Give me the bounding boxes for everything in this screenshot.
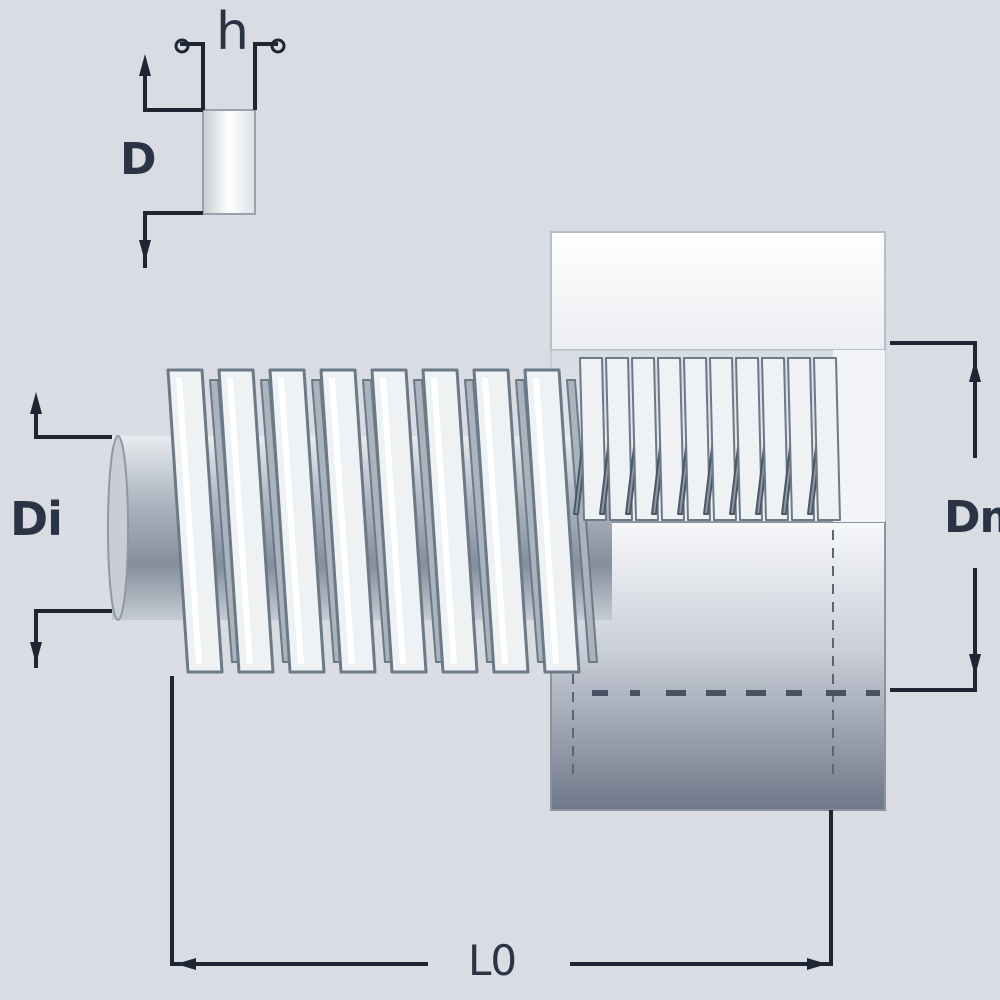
l0-dimension: [170, 676, 833, 970]
label-d: D: [120, 134, 157, 185]
label-l0: L0: [468, 936, 517, 985]
spring-coil-highlight: [278, 378, 304, 664]
wire-section: [202, 109, 256, 215]
spring-coil-highlight: [431, 378, 457, 664]
dm-arrow-bottom: [969, 654, 981, 676]
dm-extension-bottom: [890, 568, 977, 692]
di-extension-top: [34, 400, 112, 439]
spring-coil: [735, 357, 763, 521]
wire-section-detail: [139, 38, 286, 268]
spring-coil-highlight: [380, 378, 406, 664]
dm-dimension: [890, 341, 981, 692]
label-di: Di: [10, 492, 63, 546]
housing-bore-end: [833, 350, 885, 522]
dm-arrow-top: [969, 360, 981, 382]
spring-coil-back: [566, 379, 598, 663]
spring-coil: [683, 357, 711, 521]
spring-coil: [787, 357, 815, 521]
spring-coil-highlight: [482, 378, 508, 664]
spring-coil-highlight: [227, 378, 253, 664]
spring-coil-highlight: [533, 378, 559, 664]
l0-arrow-left: [176, 958, 196, 970]
h-extension-right: [253, 42, 278, 110]
spring-coil: [657, 357, 685, 521]
l0-arrow-right: [807, 958, 827, 970]
label-h: h: [216, 2, 249, 62]
spring-coil-highlight: [176, 378, 202, 664]
rod-end: [107, 435, 129, 621]
di-arrow-bottom: [30, 642, 42, 664]
spring-coil: [631, 357, 659, 521]
spring-coil: [813, 357, 841, 521]
di-extension-bottom: [34, 609, 112, 668]
d-arrow-top: [139, 54, 151, 76]
d-extension-top: [143, 62, 203, 112]
d-arrow-bottom: [139, 240, 151, 262]
h-arrow-left: [174, 38, 190, 54]
spring-coil: [579, 357, 607, 521]
h-extension-left: [180, 42, 205, 110]
dm-extension-top: [890, 341, 977, 458]
housing-marks: [592, 690, 880, 696]
spring-coils-inside: [573, 357, 841, 521]
spring-coil: [761, 357, 789, 521]
label-dm: Dm: [944, 492, 1000, 543]
di-arrow-top: [30, 392, 42, 414]
spring-coil: [709, 357, 737, 521]
di-dimension: [30, 392, 112, 668]
spring-coil: [605, 357, 633, 521]
d-extension-bottom: [143, 211, 203, 268]
h-arrow-right: [270, 38, 286, 54]
housing-top-block: [550, 231, 886, 351]
spring-coil-highlight: [329, 378, 355, 664]
spring-coils-outside: [166, 368, 598, 674]
